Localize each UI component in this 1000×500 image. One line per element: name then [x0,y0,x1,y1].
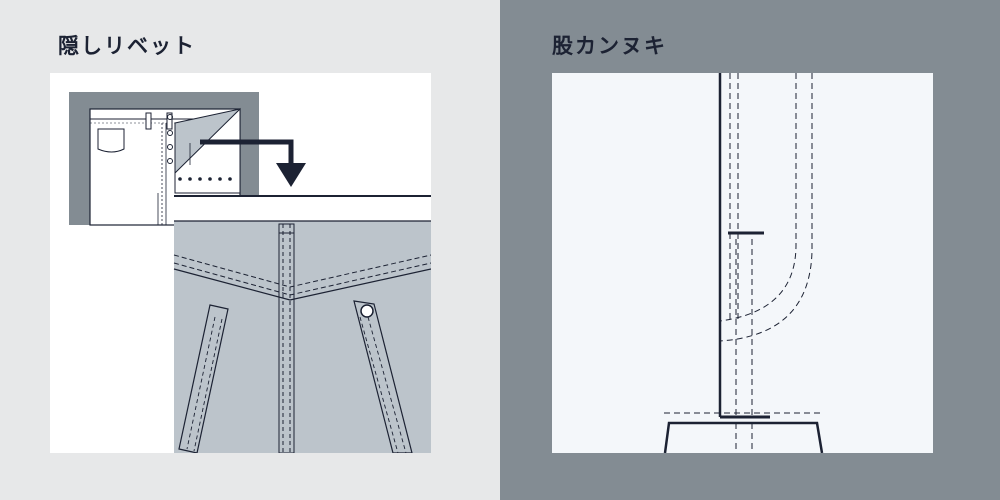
hidden-rivet-illustration [69,92,431,453]
hidden-rivet-title: 隠しリベット [58,34,196,58]
jeans-overview-thumbnail [69,92,259,226]
rivet-icon [360,304,374,318]
hidden-rivet-closeup [173,195,431,453]
hidden-rivet-diagram [50,73,431,453]
right-panel: 股カンヌキ [500,0,1000,500]
crotch-bartack-diagram [552,73,933,453]
crotch-bartack-title: 股カンヌキ [552,34,667,58]
zoom-arrow-icon [200,139,306,187]
left-panel: 隠しリベット [0,0,500,500]
crotch-bartack-illustration [663,73,824,453]
